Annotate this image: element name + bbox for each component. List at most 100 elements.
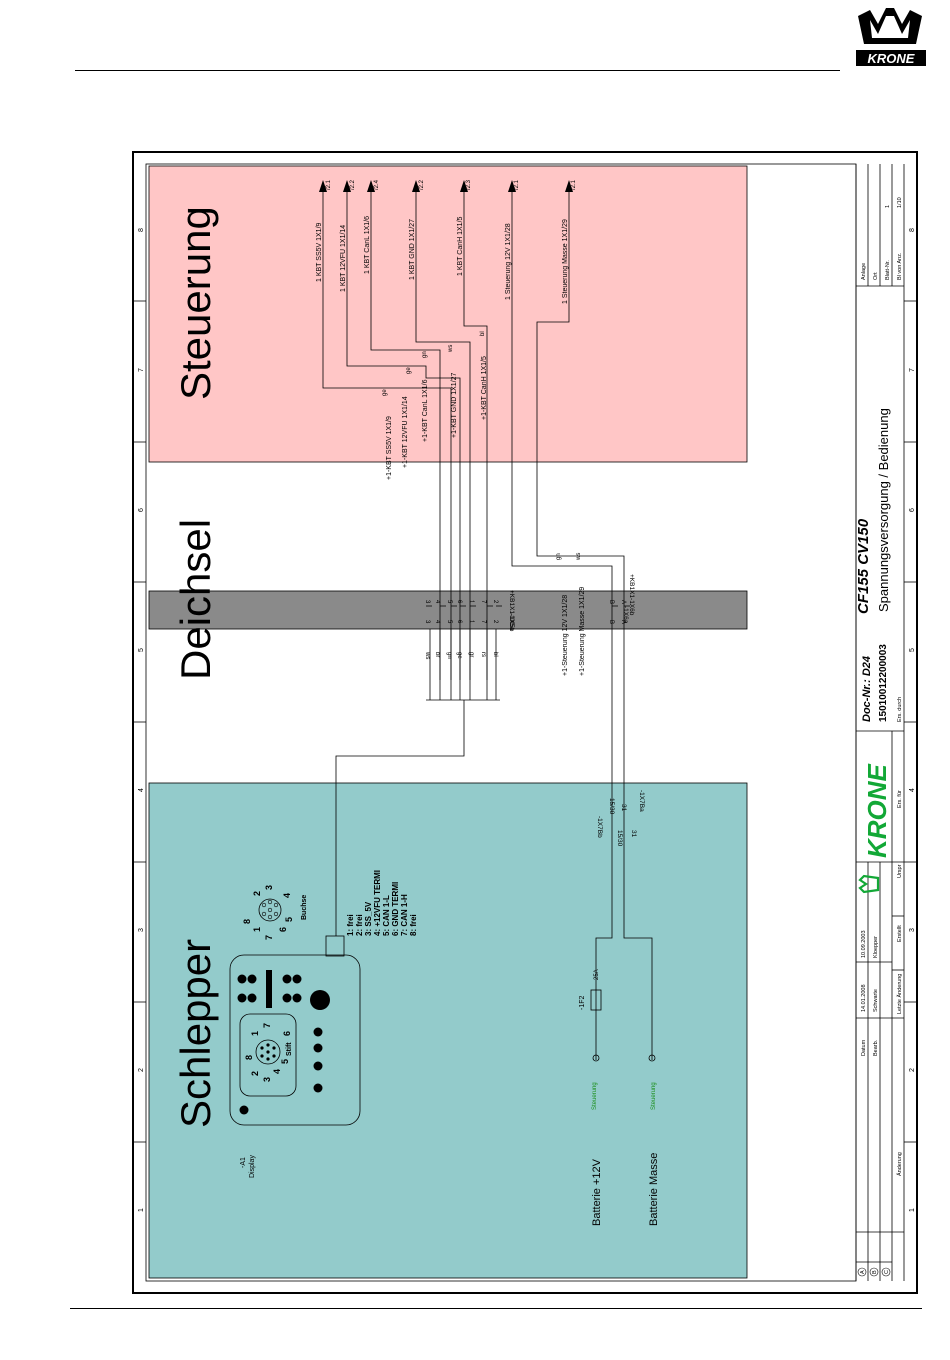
pin-number: 7 [480, 620, 486, 624]
pinout-item: 2: frei [355, 914, 364, 936]
deichsel-label: +1-KBT SS5V 1X1/9 [386, 416, 393, 480]
arrow-icon [319, 180, 327, 192]
pin-number: 7 [262, 1023, 272, 1028]
steuerung-wires [322, 190, 625, 820]
output-label: 1 Steuerung Masse 1X1/29 [562, 219, 569, 304]
pin-number: B [608, 600, 614, 604]
wire-color: bl [492, 652, 498, 657]
buchse-connector: Buchse 1 2 3 4 5 6 7 8 [242, 885, 308, 940]
pin-number: 5 [284, 917, 294, 922]
pinout-item: 1: frei [346, 914, 355, 936]
steuer-label: +1-Steuerung 12V 1X1/28 [562, 595, 569, 676]
sheet-frame [132, 151, 918, 1294]
pin-number: B [608, 620, 614, 624]
revision-letter: C [884, 1270, 890, 1274]
grid-number: 5 [909, 648, 916, 652]
krone-logo-top: KRONE [856, 8, 926, 66]
output-ref: /2.2 [350, 179, 356, 190]
title-blatt-nr: Blatt-Nr. [885, 260, 891, 280]
fuse-label: -1F2 [579, 996, 586, 1011]
pin-number: 6 [456, 600, 462, 604]
output-label: 1 KBT CanH 1X1/5 [457, 216, 464, 276]
display-buttons [237, 970, 330, 1115]
grid-right [904, 300, 917, 1143]
arrow-icon [343, 180, 351, 192]
grid-number: 7 [138, 368, 145, 372]
output-ref: /2.3 [466, 179, 472, 190]
pinout-item: 5: CAN 1-L [382, 895, 391, 936]
title-bearb: Bearb. [873, 1039, 879, 1056]
wire-color: ws [448, 345, 454, 353]
steuer-labels: +1-Steuerung 12V 1X1/28 +1-Steuerung Mas… [562, 587, 586, 676]
grid-number: 6 [909, 508, 916, 512]
output-label: 1 KBT GND 1X1/27 [409, 219, 416, 280]
pin-number: 8 [244, 1055, 254, 1060]
stift-numbers: 1 2 3 4 5 6 7 8 [244, 1023, 292, 1082]
steuer-label: +1-Steuerung Masse 1X1/29 [579, 587, 586, 676]
pin-number: 2 [492, 600, 498, 604]
grid-number: 1 [909, 1208, 916, 1212]
pin-number: 5 [446, 620, 452, 624]
x7-label: -1X7Bb [596, 816, 603, 838]
pin-number: 1 [250, 1031, 260, 1036]
grid-number: 7 [909, 368, 916, 372]
pin-number: 5 [280, 1059, 290, 1064]
fuse-rating: 25A [594, 969, 600, 980]
grid-number: 8 [909, 228, 916, 232]
battery-plus-label: Batterie +12V [591, 1158, 603, 1226]
pin-number: 2 [252, 891, 262, 896]
zone-title-schlepper: Schlepper [172, 939, 219, 1128]
krone-brand: KRONE [858, 763, 892, 894]
grid-numbers-left: 1 2 3 4 5 6 7 8 [138, 228, 145, 1212]
revision-letter: B [872, 1270, 878, 1274]
pin-number: 3 [264, 885, 274, 890]
output-arrows [319, 180, 573, 192]
connector-pins: 3 4 5 6 1 7 2 B A 3 4 5 6 1 7 2 B A [424, 600, 626, 624]
pinout-item: 7: CAN 1-H [400, 894, 409, 936]
pin-number: 1 [252, 927, 262, 932]
grid-number: 4 [909, 788, 916, 792]
buchse-label: Buchse [301, 895, 308, 920]
grid-numbers-right: 1 2 3 4 5 6 7 8 [909, 228, 916, 1212]
x7-pin: 31 [620, 804, 627, 812]
title-blatt-nr-value: 1 [885, 205, 891, 208]
title-datum2: 10.09.2003 [861, 930, 867, 958]
pin-number: 4 [272, 1069, 282, 1074]
title-block [855, 164, 905, 1281]
pin-number: 6 [456, 620, 462, 624]
connector-labels: +KB1X1-1X5b -1X5a +KB1X1-1X6b -1X6a [508, 574, 635, 632]
display-device: Stift 1 2 3 4 5 6 7 8 [229, 935, 361, 1126]
grid-number: 5 [138, 648, 145, 652]
display-label-a1: -A1 [240, 1157, 247, 1168]
pin-number: 4 [434, 600, 440, 604]
title-doc-num: 15010012200003 [878, 644, 889, 722]
output-ref: /2.4 [374, 179, 380, 190]
title-bl-von-anz-value: 1/10 [897, 197, 903, 208]
pin-number: 3 [424, 620, 430, 624]
title-bl-von-anz: Bl von Anz. [897, 252, 903, 280]
arrow-icon [460, 180, 468, 192]
battery-labels: Steuerung Steuerung Batterie +12V Batter… [591, 1082, 660, 1226]
output-label: 1 KBT CanL 1X1/6 [364, 216, 371, 274]
pin-number: 5 [446, 600, 452, 604]
arrow-icon [508, 180, 516, 192]
wire-color: ge [382, 389, 388, 396]
title-name1: Schwarte [873, 989, 879, 1012]
wire-color: gn [422, 351, 428, 358]
connector-label: +KB1X1-1X6b [628, 574, 635, 616]
x7-pin: 31 [630, 830, 637, 838]
title-aenderung: Änderung [896, 1152, 903, 1176]
fuse-symbol: -1F2 25A [579, 969, 602, 1011]
display-body [229, 954, 361, 1126]
pin-number: 6 [282, 1031, 292, 1036]
wire-color: rs [480, 652, 486, 657]
battery-minus-label: Batterie Masse [648, 1153, 660, 1226]
pin-number: 4 [434, 620, 440, 624]
display-socket [325, 935, 345, 957]
deichsel-label: +1-KBT GND 1X1/27 [451, 372, 458, 438]
pin-number: 2 [250, 1071, 260, 1076]
output-label: 1 KBT SS5V 1X1/9 [316, 222, 323, 282]
title-subtitle: Spannungsversorgung / Bedienung [876, 408, 891, 612]
deichsel-label: +1-KBT 12VFU 1X1/14 [402, 396, 409, 468]
